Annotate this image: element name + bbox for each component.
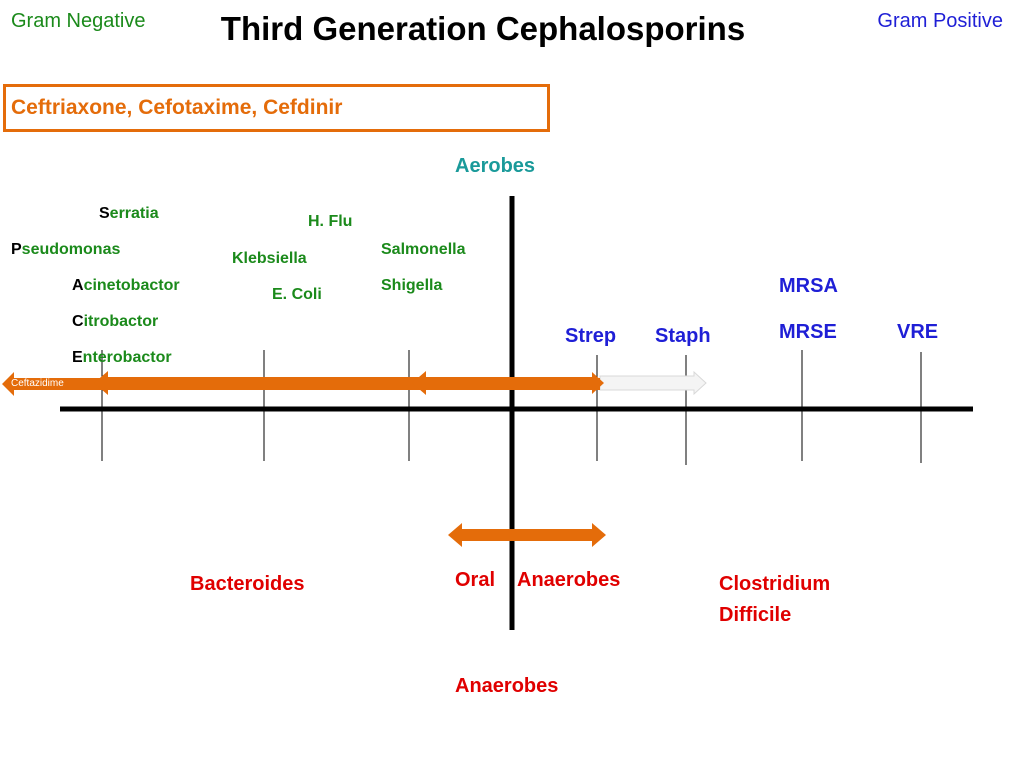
gram-negative-label: Gram Negative [11, 10, 146, 32]
extension-arrow [599, 370, 707, 396]
organism-shigella: Shigella [381, 277, 443, 294]
organism-salmonella: Salmonella [381, 241, 466, 258]
drug-box [3, 84, 550, 132]
drug-names: Ceftriaxone, Cefotaxime, Cefdinir [11, 96, 343, 119]
organism-klebsiella: Klebsiella [232, 250, 307, 267]
organism-difficile: Difficile [719, 604, 792, 626]
organism-initial: C [72, 313, 84, 330]
organism-strep: Strep [565, 325, 617, 347]
organism-acinetobactor: Acinetobactor [72, 277, 180, 295]
organism-bacteroides: Bacteroides [190, 573, 305, 595]
organism-vre: VRE [897, 321, 939, 343]
oral-label: Oral [455, 569, 496, 591]
coverage-arrow [412, 371, 592, 395]
organism-clostridium: Clostridium [719, 573, 831, 595]
page-title: Third Generation Cephalosporins [220, 10, 746, 47]
coverage-arrow [94, 371, 604, 395]
aerobes-label: Aerobes [455, 155, 536, 177]
organism-serratia: Serratia [99, 205, 159, 223]
organism-rest: erratia [109, 205, 159, 222]
organism-rest: nterobactor [82, 349, 172, 366]
organism-initial: P [11, 241, 22, 258]
organism-e-coli: E. Coli [272, 286, 322, 303]
organism-h-flu: H. Flu [308, 213, 353, 230]
organism-initial: E [72, 349, 83, 366]
anaerobes-axis-label: Anaerobes [455, 675, 559, 697]
organism-pseudomonas: Pseudomonas [11, 241, 120, 259]
organism-mrsa: MRSA [779, 275, 838, 297]
organism-rest: itrobactor [83, 313, 159, 330]
organism-mrse: MRSE [779, 321, 837, 343]
ceftazidime-label: Ceftazidime [11, 378, 64, 389]
organism-staph: Staph [655, 325, 711, 347]
organism-initial: A [72, 277, 84, 294]
oral-anaerobes-arrow [448, 523, 606, 547]
organism-rest: seudomonas [21, 241, 121, 258]
organism-citrobactor: Citrobactor [72, 313, 158, 331]
organism-initial: S [99, 205, 110, 222]
organism-enterobactor: Enterobactor [72, 349, 172, 367]
oral-anaerobes-label: Anaerobes [517, 569, 621, 591]
organism-rest: cinetobactor [83, 277, 180, 294]
gram-positive-label: Gram Positive [877, 10, 1003, 32]
